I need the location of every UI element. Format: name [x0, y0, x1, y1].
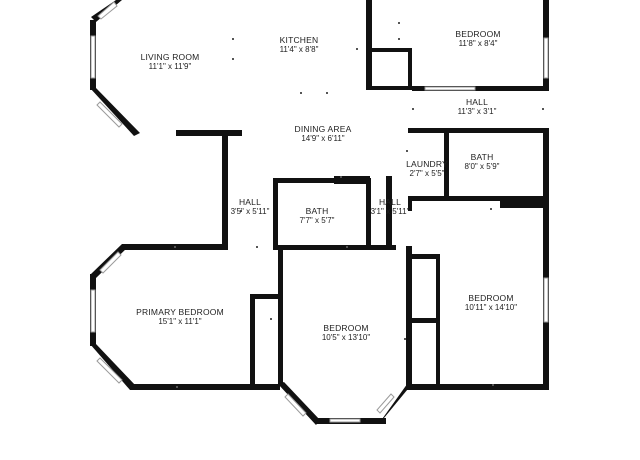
- dimension-ticks: [174, 22, 544, 388]
- room-dimensions: 3'1" x 5'11": [370, 207, 410, 217]
- bedroom-bottom-center-windows: [284, 393, 395, 423]
- room-label-bedroom-bottom-right: BEDROOM 10'11" x 14'10": [465, 293, 517, 313]
- room-dimensions: 11'8" x 8'4": [458, 39, 498, 49]
- room-dimensions: 14'9" x 6'11": [301, 134, 345, 144]
- bedroom-bottom-right-windows: [543, 277, 549, 323]
- room-name: LIVING ROOM: [140, 52, 200, 63]
- center-bath-walls: [122, 136, 396, 250]
- room-name: HALL: [238, 197, 262, 208]
- room-name: DINING AREA: [294, 124, 352, 135]
- room-label-kitchen: KITCHEN 11'4" x 8'8": [280, 35, 319, 55]
- room-label-primary-bedroom: PRIMARY BEDROOM 15'1" x 11'1": [136, 307, 224, 327]
- bedroom-top-right-windows: [424, 37, 549, 91]
- room-dimensions: 11'4" x 8'8": [279, 45, 319, 55]
- room-label-bath-right: BATH 8'0" x 5'9": [465, 152, 500, 172]
- room-label-hall-left: HALL 3'5" x 5'11": [231, 197, 270, 217]
- room-dimensions: 11'3" x 3'1": [457, 107, 497, 117]
- room-dimensions: 10'11" x 14'10": [464, 303, 518, 313]
- room-name: PRIMARY BEDROOM: [136, 307, 224, 318]
- room-dimensions: 10'5" x 13'10": [321, 333, 371, 343]
- room-label-bedroom-bottom-center: BEDROOM 10'5" x 13'10": [322, 323, 370, 343]
- primary-bedroom-windows: [90, 251, 123, 384]
- living-room-windows: [90, 1, 123, 128]
- room-dimensions: 2'7" x 5'5": [409, 169, 445, 179]
- room-label-bath-center: BATH 7'7" x 5'7": [300, 206, 335, 226]
- room-name: BEDROOM: [468, 293, 514, 304]
- room-name: BEDROOM: [455, 29, 501, 40]
- room-name: KITCHEN: [279, 35, 319, 46]
- room-dimensions: 8'0" x 5'9": [464, 162, 500, 172]
- room-label-bedroom-top-right: BEDROOM 11'8" x 8'4": [455, 29, 500, 49]
- room-label-laundry: LAUNDRY 2'7" x 5'5": [406, 159, 448, 179]
- room-name: BATH: [305, 206, 329, 217]
- hall-laundry-bath-walls: [386, 128, 549, 246]
- room-label-hall-top-right: HALL 11'3" x 3'1": [458, 97, 497, 117]
- room-dimensions: 15'1" x 11'1": [158, 317, 202, 327]
- room-label-living-room: LIVING ROOM 11'1" x 11'9": [141, 52, 200, 72]
- room-name: HALL: [378, 197, 402, 208]
- kitchen-walls: [366, 0, 412, 90]
- room-name: LAUNDRY: [406, 159, 448, 170]
- room-name: HALL: [465, 97, 489, 108]
- room-label-dining-area: DINING AREA 14'9" x 6'11": [295, 124, 352, 144]
- room-label-hall-center: HALL 3'1" x 5'11": [371, 197, 410, 217]
- room-dimensions: 11'1" x 11'9": [148, 62, 192, 72]
- room-dimensions: 3'5" x 5'11": [230, 207, 270, 217]
- room-name: BEDROOM: [323, 323, 369, 334]
- room-dimensions: 7'7" x 5'7": [299, 216, 335, 226]
- room-name: BATH: [470, 152, 494, 163]
